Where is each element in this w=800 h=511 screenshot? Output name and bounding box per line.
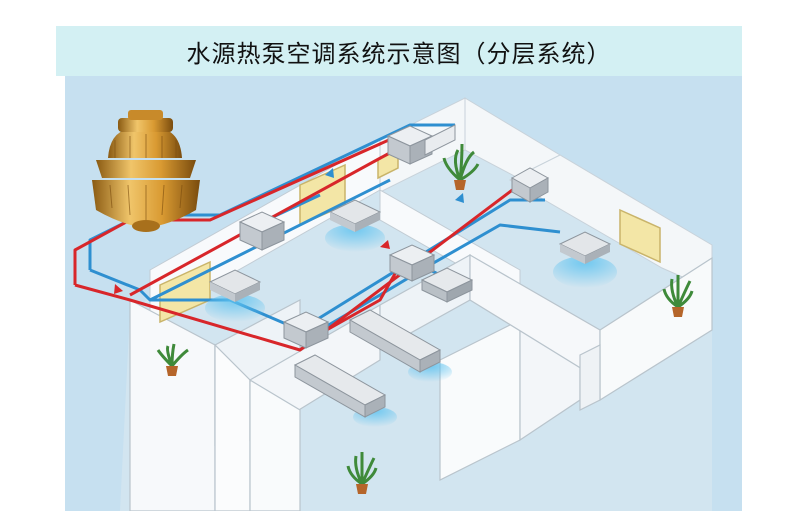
cooling-tower-icon bbox=[92, 110, 200, 232]
